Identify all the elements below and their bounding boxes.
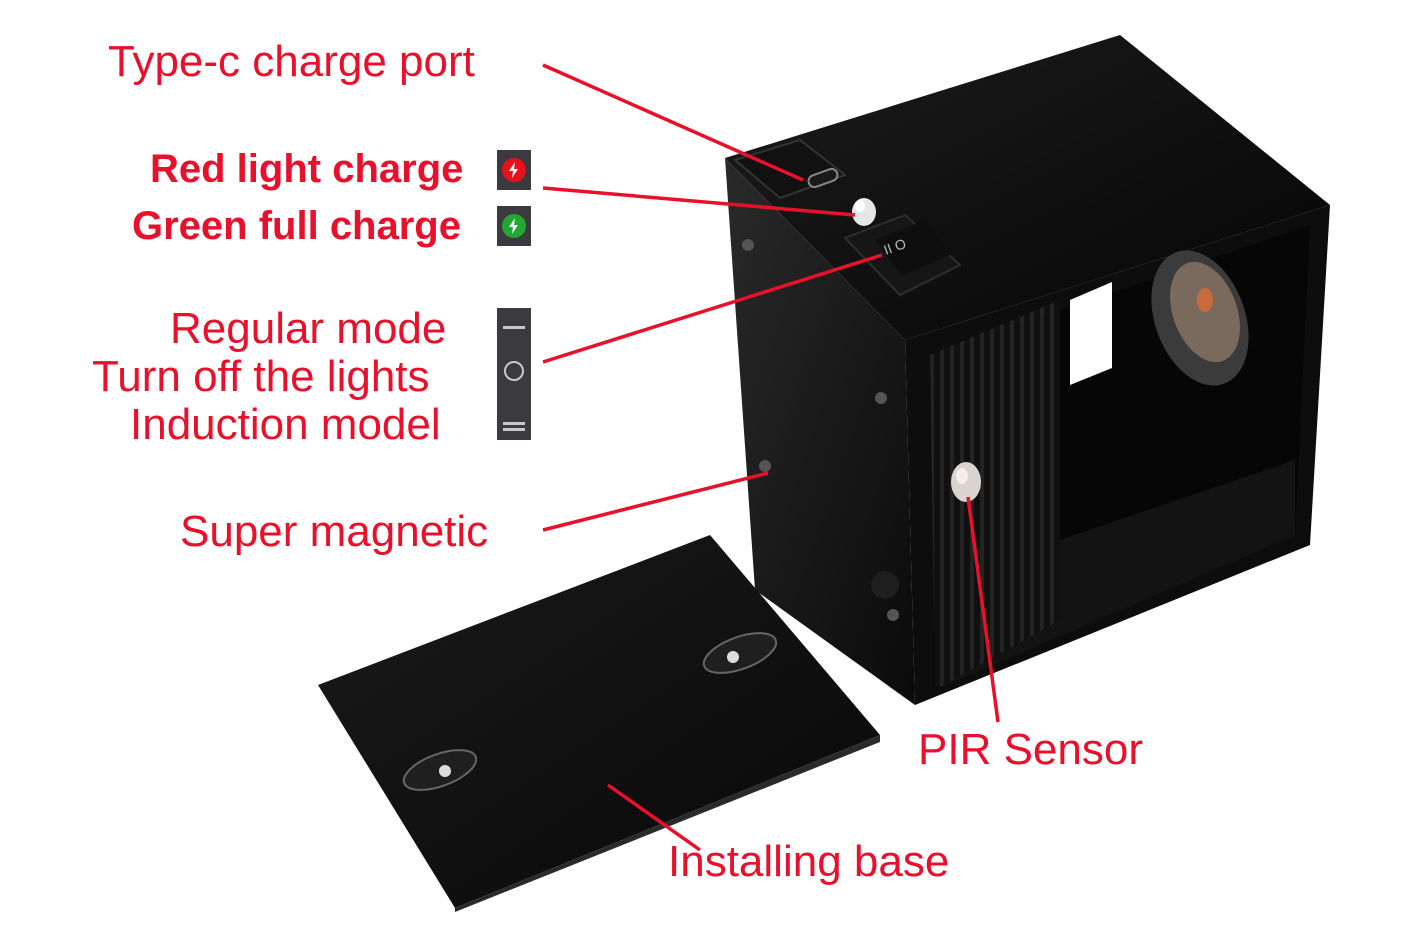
super-magnetic-label: Super magnetic <box>180 507 489 556</box>
svg-text:II O: II O <box>881 235 908 258</box>
callout-lines <box>542 63 1000 852</box>
green-full-label: Green full charge <box>132 204 461 248</box>
circle-icon <box>504 361 524 381</box>
lightning-green-icon <box>502 214 526 238</box>
double-line-icon <box>503 422 525 431</box>
device-body <box>725 35 1330 705</box>
callout-base <box>606 783 702 852</box>
callout-led <box>542 186 856 217</box>
lightning-red-icon <box>502 158 526 182</box>
green-led-icon-box <box>497 206 531 246</box>
turn-off-label: Turn off the lights <box>92 352 430 401</box>
type-c-label: Type-c charge port <box>108 37 475 86</box>
type-c-port <box>732 138 848 200</box>
installing-base-plate <box>318 535 880 912</box>
callout-type-c <box>542 63 804 182</box>
callout-magnet <box>542 471 769 532</box>
red-led-icon-box <box>497 150 531 190</box>
callout-pir <box>966 496 1000 723</box>
indicator-led <box>852 198 876 226</box>
red-light-label: Red light charge <box>150 147 464 191</box>
installing-base-label: Installing base <box>668 837 950 886</box>
mode-switch: II O <box>843 213 962 297</box>
pir-sensor-label: PIR Sensor <box>918 725 1143 774</box>
pir-sensor-dome <box>951 462 981 502</box>
switch-states-strip <box>497 308 531 440</box>
callout-switch <box>542 253 883 364</box>
induction-label: Induction model <box>130 400 441 449</box>
line-icon <box>503 326 525 329</box>
regular-mode-label: Regular mode <box>170 304 447 353</box>
